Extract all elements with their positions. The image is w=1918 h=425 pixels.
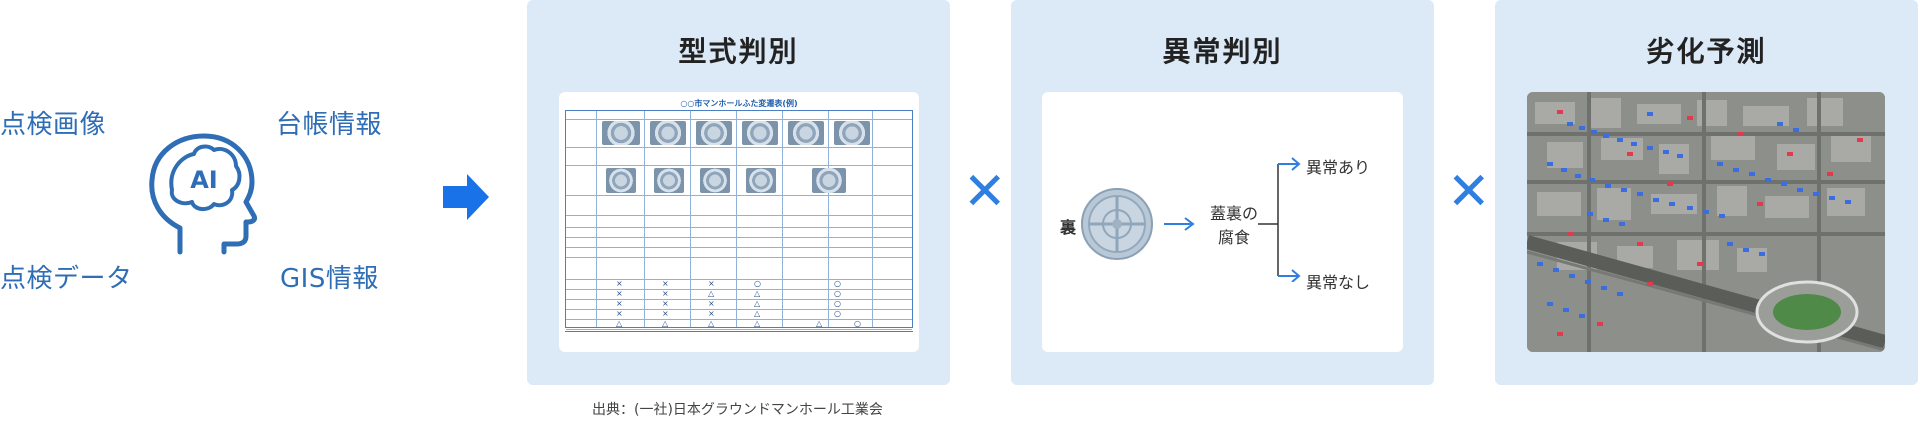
corrosion-line2: 腐食	[1217, 228, 1250, 247]
input-ledger-info: 台帳情報	[276, 110, 383, 140]
panel-title: 異常判別	[1162, 35, 1283, 68]
multiply-icon: ✕	[1447, 162, 1491, 222]
arrow-right-icon	[443, 172, 491, 222]
panel-deterioration-prediction: 劣化予測	[1495, 0, 1918, 385]
manhole-lid-table-image: ○○市マンホールふた変遷表(例)	[559, 92, 919, 352]
ai-label: AI	[190, 166, 218, 194]
lid-back-label: 裏	[1060, 218, 1077, 237]
input-inspection-data: 点検データ	[0, 264, 133, 294]
aerial-map-image	[1527, 92, 1885, 352]
input-inspection-images: 点検画像	[0, 110, 107, 140]
doc-title: ○○市マンホールふた変遷表(例)	[680, 99, 798, 108]
source-caption: 出典：(一社)日本グラウンドマンホール工業会	[592, 402, 883, 418]
panel-anomaly-detection: 異常判別 裏 蓋裏の 腐食	[1011, 0, 1434, 385]
branch-connector	[1256, 152, 1306, 283]
branch-anomaly-present: 異常あり	[1306, 158, 1371, 177]
multiply-icon: ✕	[963, 162, 1007, 222]
panel-title: 劣化予測	[1646, 35, 1767, 68]
corrosion-line1: 蓋裏の	[1209, 204, 1258, 223]
flow-arrow-icon	[1162, 216, 1196, 232]
anomaly-flow-card: 裏 蓋裏の 腐食	[1042, 92, 1403, 352]
manhole-lid-image	[1080, 187, 1154, 261]
branch-anomaly-absent: 異常なし	[1306, 273, 1371, 292]
ai-head-icon: AI	[142, 130, 262, 260]
panel-title: 型式判別	[678, 35, 799, 68]
panel-type-identification: 型式判別 ○○市マンホールふた変遷表(例)	[527, 0, 950, 385]
input-gis-info: GIS情報	[280, 264, 379, 294]
